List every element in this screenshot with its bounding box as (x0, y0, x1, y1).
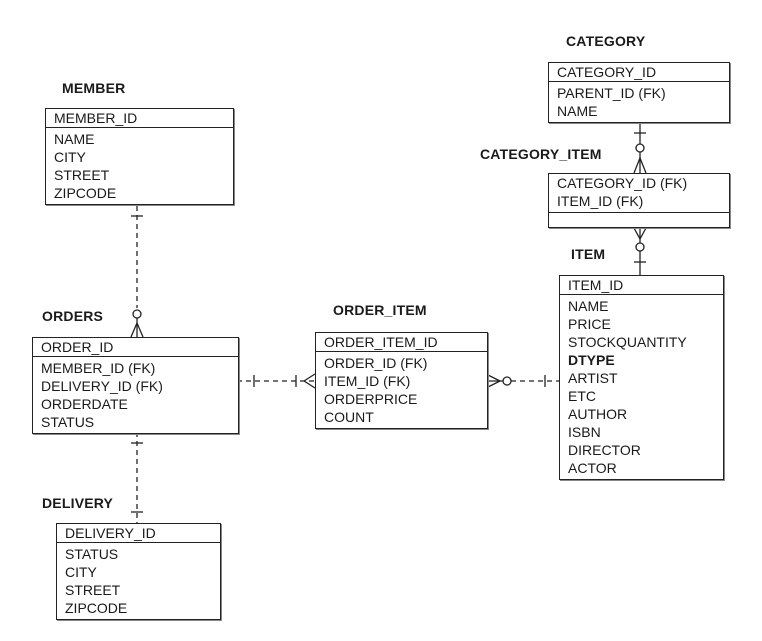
member-attr: ZIPCODE (54, 185, 117, 201)
orders-pk: ORDER_ID (33, 338, 238, 357)
member-attr: NAME (54, 131, 95, 147)
item-attr: AUTHOR (568, 406, 628, 422)
delivery-title: DELIVERY (42, 495, 114, 511)
order-item-entity: ORDER_ITEM_ID ORDER_ID (FK) ITEM_ID (FK)… (315, 332, 488, 429)
orders-attr: MEMBER_ID (FK) (41, 360, 156, 376)
item-attr: NAME (568, 298, 609, 314)
rel-orders-delivery (131, 432, 143, 523)
delivery-pk: DELIVERY_ID (57, 524, 220, 543)
order-item-pk: ORDER_ITEM_ID (316, 333, 487, 352)
category-title: CATEGORY (566, 33, 646, 49)
member-attr: STREET (54, 167, 110, 183)
item-pk: ITEM_ID (560, 276, 723, 295)
delivery-attr: STATUS (65, 546, 119, 562)
item-attr: ACTOR (568, 460, 617, 476)
rel-orderitem-item (485, 373, 559, 389)
category-attr: NAME (557, 103, 598, 119)
delivery-entity: DELIVERY_ID STATUS CITY STREET ZIPCODE (56, 523, 221, 620)
item-title: ITEM (571, 246, 606, 262)
category-item-empty-row (549, 212, 729, 227)
rel-member-orders (130, 206, 144, 338)
orders-attr: DELIVERY_ID (FK) (41, 378, 163, 394)
category-pk: CATEGORY_ID (549, 63, 729, 82)
member-entity: MEMBER_ID NAME CITY STREET ZIPCODE (45, 108, 234, 205)
item-attr-discriminator: DTYPE (568, 352, 615, 368)
order-item-attr: COUNT (324, 409, 374, 425)
order-item-title: ORDER_ITEM (333, 302, 427, 318)
orders-entity: ORDER_ID MEMBER_ID (FK) DELIVERY_ID (FK)… (32, 337, 239, 434)
category-item-entity: CATEGORY_ID (FK) ITEM_ID (FK) (548, 173, 730, 228)
member-attr: CITY (54, 149, 86, 165)
item-attr: ETC (568, 388, 596, 404)
delivery-attr: ZIPCODE (65, 600, 128, 616)
rel-orders-orderitem (237, 373, 316, 389)
rel-categoryitem-item (633, 227, 647, 275)
delivery-attr: CITY (65, 564, 97, 580)
item-attr: ISBN (568, 424, 601, 440)
order-item-attr: ITEM_ID (FK) (324, 373, 411, 389)
rel-category-categoryitem (633, 121, 647, 174)
order-item-attr: ORDERPRICE (324, 391, 418, 407)
orders-attr: STATUS (41, 414, 95, 430)
orders-title: ORDERS (42, 308, 104, 324)
category-item-attr: CATEGORY_ID (FK) (557, 175, 688, 191)
item-attr: DIRECTOR (568, 442, 641, 458)
order-item-attr: ORDER_ID (FK) (324, 355, 428, 371)
category-attr: PARENT_ID (FK) (557, 85, 666, 101)
item-attr: STOCKQUANTITY (568, 334, 687, 350)
item-entity: ITEM_ID NAME PRICE STOCKQUANTITY DTYPE A… (559, 275, 724, 480)
item-attr: PRICE (568, 316, 611, 332)
member-title: MEMBER (62, 80, 126, 96)
delivery-attr: STREET (65, 582, 121, 598)
item-attr: ARTIST (568, 370, 618, 386)
member-pk: MEMBER_ID (46, 109, 233, 128)
orders-attr: ORDERDATE (41, 396, 128, 412)
category-item-title: CATEGORY_ITEM (480, 146, 602, 162)
category-entity: CATEGORY_ID PARENT_ID (FK) NAME (548, 62, 730, 123)
category-item-attr: ITEM_ID (FK) (557, 193, 644, 209)
